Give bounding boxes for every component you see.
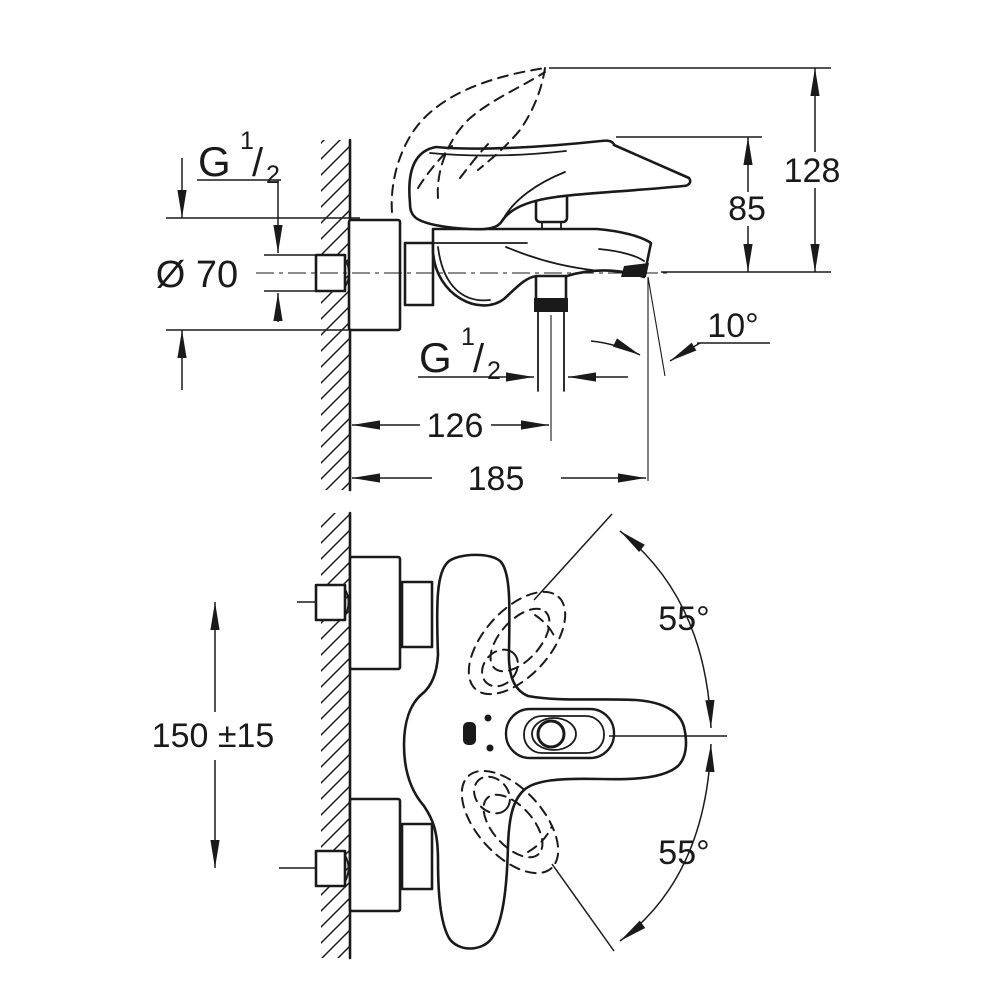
phantom-up-arc bbox=[534, 614, 557, 641]
lever-phantom-down-front bbox=[460, 769, 560, 875]
dim-185-label: 185 bbox=[468, 460, 525, 498]
lever-phantom-up-front bbox=[467, 590, 567, 696]
cold-dot bbox=[486, 744, 494, 752]
phantom-down-hub bbox=[473, 775, 511, 815]
phantom-down-arc bbox=[527, 825, 553, 853]
wall-escutcheon-side bbox=[347, 218, 402, 332]
stub-neck-lines bbox=[534, 274, 568, 300]
lever-mouth-line bbox=[504, 171, 566, 217]
nut-top-cap-curve bbox=[344, 588, 350, 617]
dim-55down-radial-line bbox=[551, 863, 615, 952]
top-connection bbox=[314, 555, 434, 671]
handle-recess-outline bbox=[504, 707, 616, 760]
phantom-outer-curve bbox=[390, 67, 546, 213]
dim-wall-thread-label: G 1 / 2 bbox=[198, 127, 280, 189]
nut-bottom-front bbox=[314, 849, 347, 888]
shower-outlet-stub bbox=[534, 274, 568, 441]
dim-total-projection: 185 bbox=[352, 460, 646, 498]
mixer-body-front bbox=[402, 553, 688, 950]
dim-dia-extension-lines bbox=[166, 217, 360, 331]
spout-inner-line bbox=[598, 248, 645, 262]
phantom-inner-curve bbox=[477, 67, 546, 171]
handle-inner-oval bbox=[523, 715, 605, 754]
phantom-up-hub bbox=[481, 648, 519, 688]
nut-extension-lines bbox=[264, 254, 316, 292]
dim-85-label: 85 bbox=[728, 190, 766, 228]
dim-swing-up: 55° bbox=[533, 513, 715, 729]
dim-dia-label: Ø 70 bbox=[156, 254, 238, 296]
dim-128-label: 128 bbox=[784, 152, 841, 190]
dim-shower-thread: G 1 / 2 bbox=[418, 323, 628, 385]
nut-cap-curve bbox=[344, 258, 350, 288]
dim-55up-arc bbox=[619, 530, 715, 729]
phantom-tick-2 bbox=[417, 145, 453, 189]
dim-10-label: 10° bbox=[707, 307, 758, 345]
dim-55up-radial-line bbox=[533, 513, 613, 601]
escutcheon-top-front bbox=[348, 555, 402, 671]
lever-raised-phantom bbox=[390, 67, 546, 213]
stub-thread-band bbox=[534, 298, 568, 312]
dim-150-extension-lines bbox=[279, 601, 316, 869]
dim-escutcheon-diameter: Ø 70 bbox=[156, 158, 360, 390]
union-bottom-front bbox=[400, 822, 434, 891]
wall-hatching-front bbox=[321, 513, 350, 958]
dim-55down-label: 55° bbox=[658, 834, 709, 872]
wall-section-front bbox=[321, 511, 352, 960]
handle-ring bbox=[531, 717, 577, 751]
nut-bottom-cap-curve bbox=[344, 854, 350, 883]
phantom-mid-curve bbox=[436, 71, 546, 199]
handle-button bbox=[536, 719, 566, 749]
front-view: 150 ±15 55° 55° bbox=[152, 511, 727, 960]
mixer-body-side bbox=[431, 227, 653, 307]
lever-outline bbox=[408, 139, 692, 231]
phantom-down-outer bbox=[460, 769, 560, 875]
side-view: G 1 / 2 Ø 70 128 8 bbox=[156, 67, 841, 498]
s-union-side bbox=[403, 241, 435, 307]
phantom-up-inner bbox=[489, 607, 551, 673]
spout-angle-line bbox=[647, 276, 666, 377]
dim-126-label: 126 bbox=[427, 407, 484, 445]
phantom-up-outer bbox=[467, 590, 567, 696]
temperature-marker bbox=[463, 722, 476, 745]
dim-10-leader-left bbox=[590, 338, 641, 356]
phantom-down-inner bbox=[482, 793, 544, 859]
body-dome-line bbox=[437, 246, 491, 302]
hot-dot bbox=[484, 714, 492, 722]
dim-swing-down: 55° bbox=[551, 743, 715, 952]
dim-spout-angle: 10° bbox=[590, 276, 770, 481]
wall-hatching-side bbox=[321, 140, 350, 490]
dim-shower-projection: 126 bbox=[352, 407, 549, 445]
escutcheon-bottom-front bbox=[348, 797, 402, 913]
nut-top-front bbox=[314, 583, 347, 622]
dim-overall-height: 128 bbox=[549, 67, 841, 273]
stub-pipe-lines bbox=[537, 311, 565, 392]
dim-55up-label: 55° bbox=[658, 600, 709, 638]
spout-chin-line bbox=[505, 246, 600, 272]
union-top-front bbox=[400, 580, 434, 649]
dim-shower-thread-label: G 1 / 2 bbox=[419, 323, 501, 385]
knob-neck-lines bbox=[541, 221, 562, 230]
dim-lever-height: 85 bbox=[616, 136, 766, 272]
dim-55down-arc bbox=[619, 743, 715, 942]
dim-wall-thread: G 1 / 2 bbox=[197, 127, 283, 322]
dim-10-leader-right bbox=[669, 342, 701, 362]
dim-150-label: 150 ±15 bbox=[152, 717, 275, 755]
wall-section-side bbox=[321, 138, 352, 492]
phantom-tick-1 bbox=[459, 139, 493, 179]
dim-connection-spacing: 150 ±15 bbox=[152, 601, 316, 869]
body-outline-side bbox=[431, 227, 653, 307]
